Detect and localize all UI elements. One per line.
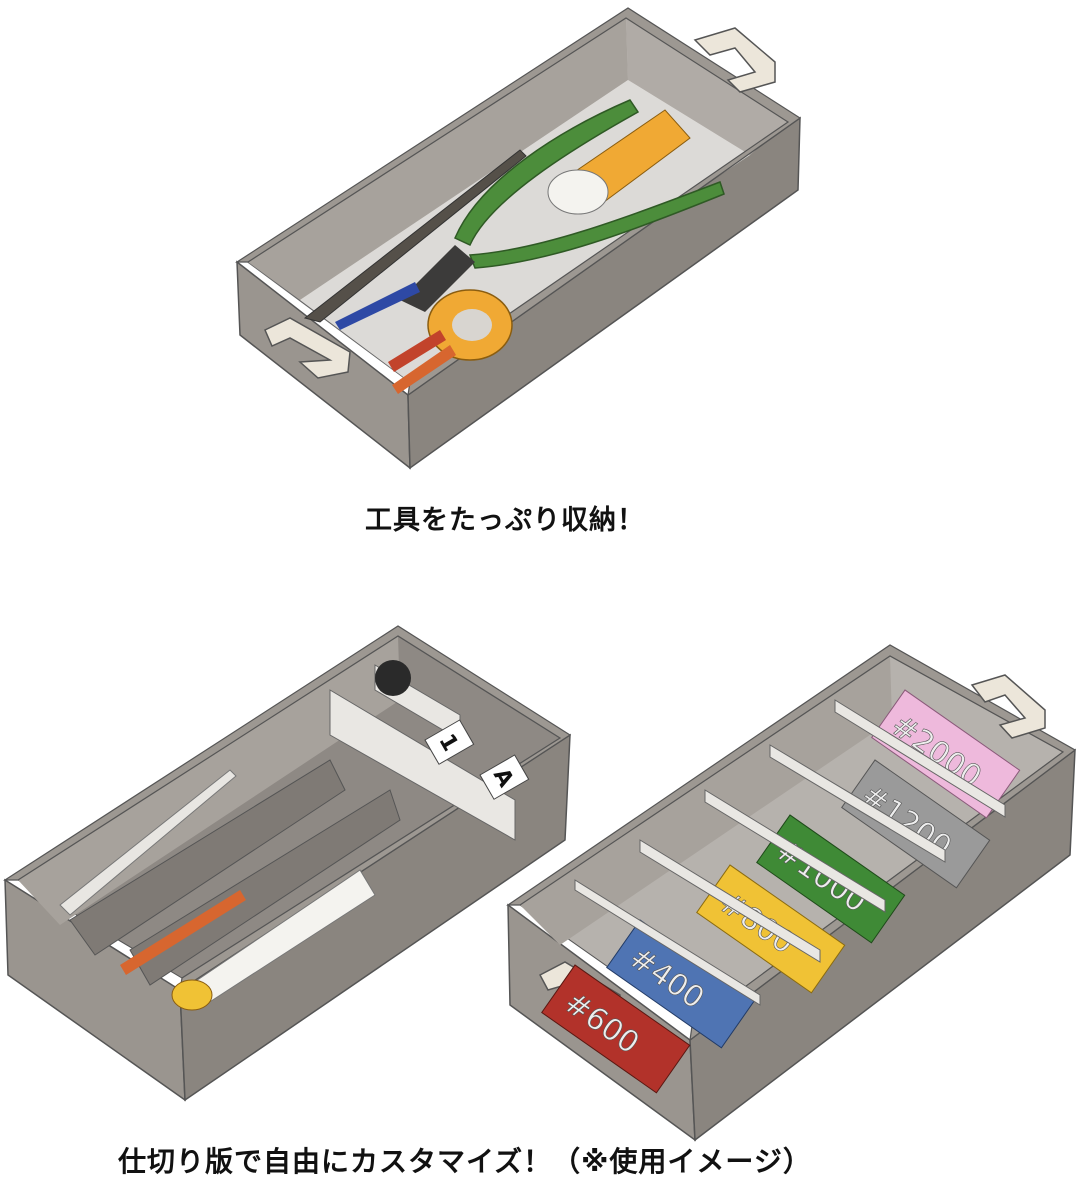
- tweezers: [303, 149, 527, 323]
- handle-right: [693, 27, 776, 93]
- box-inner-back-wall: [248, 18, 628, 300]
- caption-top: 工具をたっぷり収納！: [365, 505, 645, 536]
- glue-cap: [547, 169, 609, 215]
- nipper-head: [400, 245, 475, 312]
- caption-bottom: 仕切り版で自由にカスタマイズ！（※使用イメージ）: [118, 1145, 812, 1178]
- divider-long: [329, 689, 516, 841]
- tool-box-bottom-right: #600 #400 #800 #1000 #1200 #2000: [506, 644, 1077, 1142]
- divider-tag-1: 1: [424, 719, 475, 765]
- handle-left: [264, 317, 351, 379]
- red-pen: [388, 330, 446, 372]
- masking-tape-hole: [452, 309, 492, 341]
- box-back-wall: [18, 636, 400, 925]
- box-rim: [2, 625, 572, 992]
- orange-pen: [120, 890, 246, 975]
- handle-right: [970, 674, 1046, 739]
- pliers-grip: [454, 99, 640, 247]
- divider-compartments: [69, 759, 401, 986]
- glue-cap: [171, 979, 213, 1011]
- divider-tag-a: A: [479, 754, 530, 800]
- hobby-knife-tool: [375, 660, 411, 696]
- tool-box-top: [234, 7, 802, 470]
- tool-box-bottom-left: 1 A: [2, 625, 572, 1102]
- orange-pen: [392, 345, 456, 394]
- pliers-grip-2: [468, 181, 725, 269]
- blue-pen: [335, 282, 420, 330]
- tweezers: [59, 769, 237, 916]
- dividers: [574, 699, 1006, 1006]
- box-inner-right-wall: [626, 18, 788, 155]
